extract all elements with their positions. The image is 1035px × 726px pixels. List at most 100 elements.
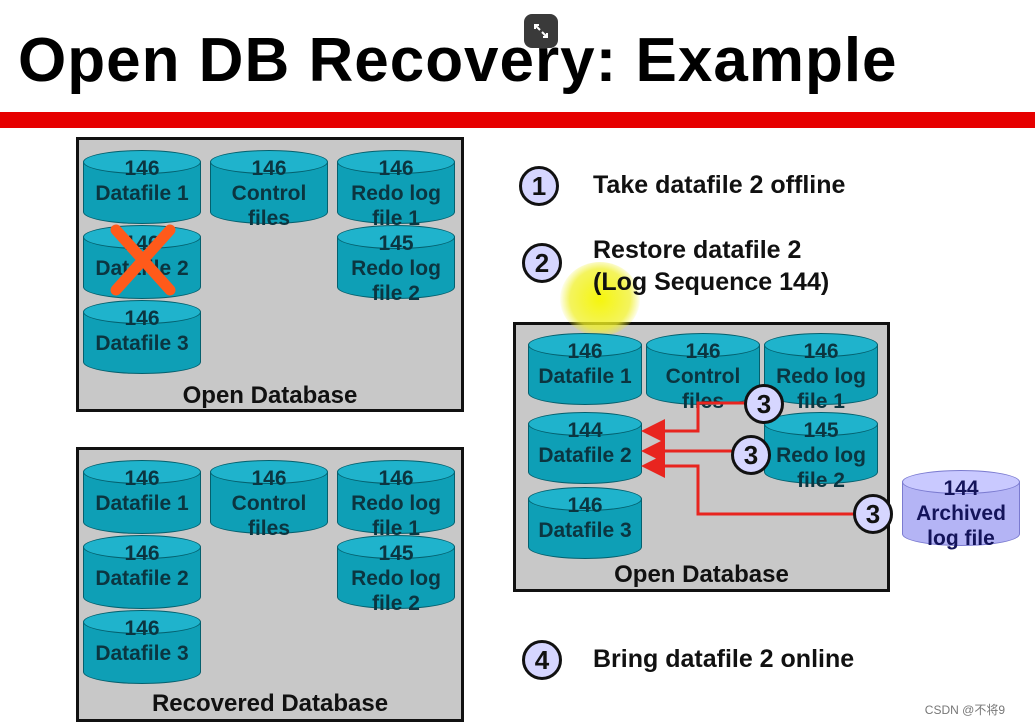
cylinder-text-line: 146 [124,617,160,640]
step-4-text: Bring datafile 2 online [593,645,855,673]
slide-title: Open DB Recovery: Example [18,26,898,95]
cylinder-text-line: Datafile 3 [538,519,632,542]
cylinder-text-line: 145 [378,232,414,255]
step-3-marker: 3 [731,435,771,475]
cursor-highlight [560,262,640,336]
cylinder-text-line: 146 [124,307,160,330]
cylinder-text-line: 146 [685,340,721,363]
cylinder-text-line: Redo log [776,365,866,388]
step-3-marker: 3 [853,494,893,534]
cylinder-text-line: Datafile 2 [95,567,189,590]
cylinder-text-line: 145 [803,419,839,442]
cylinder-text-line: file 1 [797,390,845,413]
cylinder-text-line: 146 [251,467,287,490]
cylinder-text-line: files [247,517,291,540]
cylinder-text-line: 146 [124,467,160,490]
cylinder-text-line: 144 [567,419,603,442]
cylinder-text-line: Control [231,492,307,515]
cylinder-text-line: Control [665,365,741,388]
cylinder-text-line: Datafile 2 [538,444,632,467]
cylinder-text-line: Datafile 1 [538,365,632,388]
step-1-marker: 1 [519,166,559,206]
cylinder-text-line: 146 [803,340,839,363]
cylinder-text-line: Datafile 3 [95,332,189,355]
cylinder-text-line: Redo log [351,182,441,205]
cylinder-text-line: log file [927,527,995,550]
panel-label: Open Database [614,561,789,588]
cylinder-text-line: file 2 [372,282,420,305]
cylinder-text-line: Redo log [351,257,441,280]
cylinder-text-line: file 1 [372,517,420,540]
arrow-from-archived-log [641,454,856,516]
cylinder-text-line: 146 [124,542,160,565]
cylinder-text-line: Datafile 3 [95,642,189,665]
step-1-text: Take datafile 2 offline [593,171,846,199]
step-2-text-line1: Restore datafile 2 [593,236,802,264]
cylinder-text-line: files [247,207,291,230]
step-4-marker: 4 [522,640,562,680]
cylinder-text-line: file 2 [797,469,845,492]
cylinder-text-line: Redo log [351,492,441,515]
step-3-marker: 3 [744,384,784,424]
expand-icon[interactable] [524,14,558,48]
cylinder-text-line: Datafile 1 [95,492,189,515]
cylinder-text-line: Redo log [351,567,441,590]
cylinder-text-line: 146 [567,494,603,517]
panel-label: Recovered Database [151,690,389,717]
cylinder-text-line: file 1 [372,207,420,230]
cylinder-text-line: 146 [251,157,287,180]
cylinder-text-line: 146 [378,467,414,490]
cylinder-text-line: Archived [916,502,1006,525]
cylinder-text-line: 146 [124,157,160,180]
cylinder-text-line: file 2 [372,592,420,615]
cylinder-text-line: 145 [378,542,414,565]
cylinder-text-line: 146 [567,340,603,363]
arrow-from-redo-log-1 [641,401,748,443]
title-underline-bar [0,112,1035,128]
cylinder-text-line: 144 [943,477,979,500]
failed-x-icon [110,224,176,296]
cylinder-text-line: Control [231,182,307,205]
cylinder-text-line: 146 [378,157,414,180]
cylinder-text-line: Redo log [776,444,866,467]
footer-credit: CSDN @不将9 [924,703,1005,717]
step-2-text-line2: (Log Sequence 144) [593,268,830,296]
step-2-marker: 2 [522,243,562,283]
